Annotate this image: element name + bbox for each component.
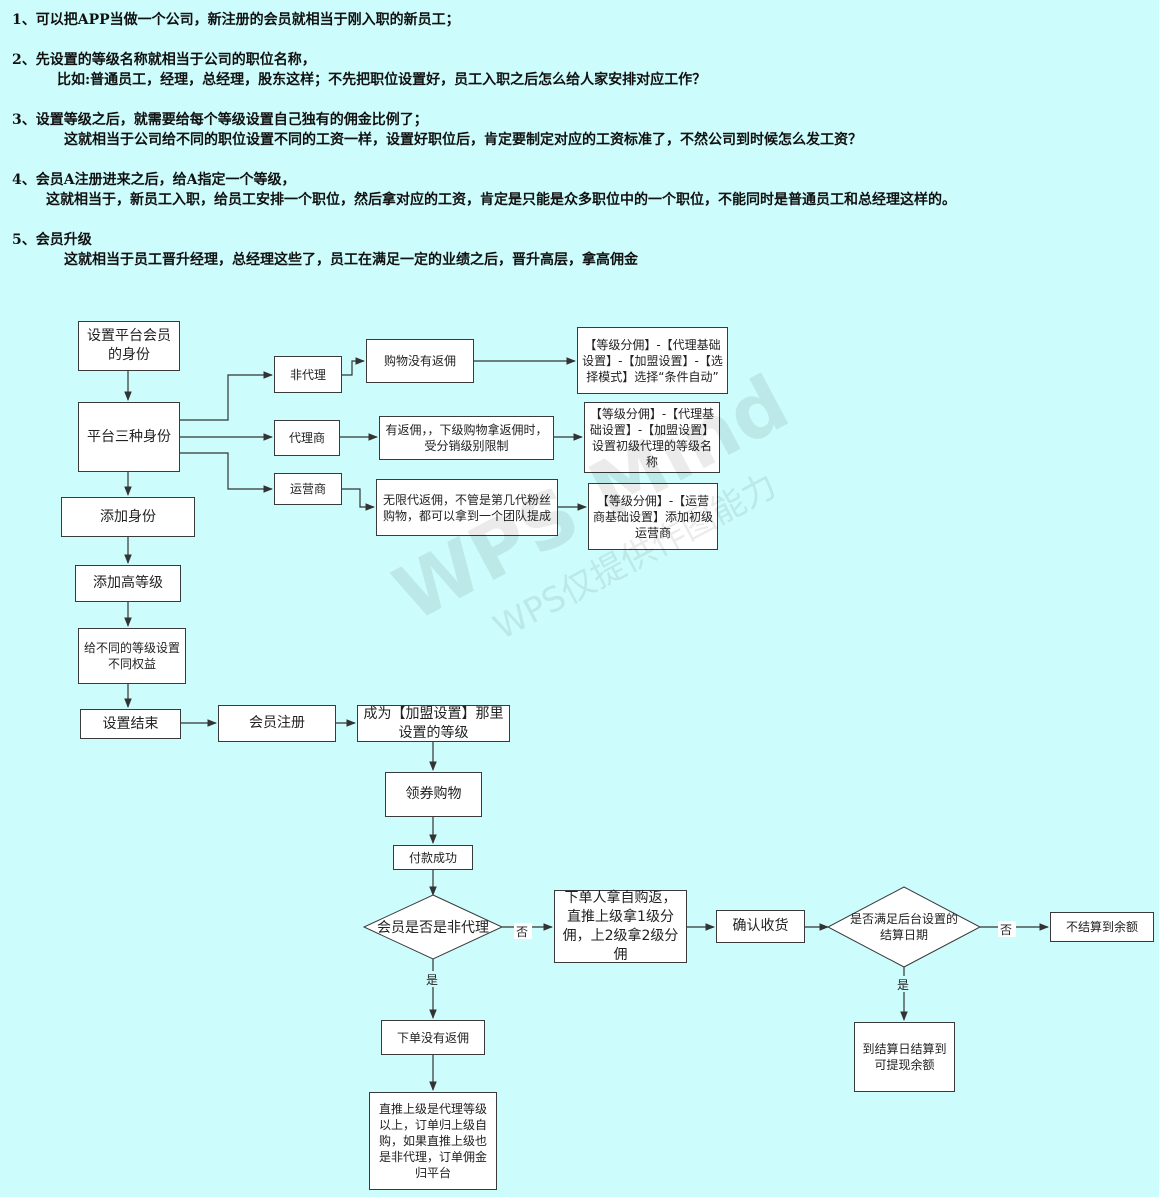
edge-three-to-operator — [180, 452, 273, 493]
node-operator-setting: 【等级分佣】-【运营商基础设置】添加初级运营商 — [588, 483, 718, 550]
edge-label-yes-2: 是 — [897, 978, 909, 992]
node-setup-done: 设置结束 — [80, 709, 181, 739]
decision-settle-date-label: 是否满足后台设置的结算日期 — [849, 912, 958, 942]
intro-item-4: 4、会员A注册进来之后，给A指定一个等级， 这就相当于，新员工入职，给员工安排一… — [12, 172, 956, 208]
edge-operator-to-rebate — [342, 488, 375, 511]
intro-item-1: 1、可以把APP当做一个公司，新注册的会员就相当于刚入职的新员工； — [12, 12, 460, 28]
node-add-high-level: 添加高等级 — [75, 565, 181, 602]
intro-item-2: 2、先设置的等级名称就相当于公司的职位名称， 比如:普通员工，经理，总经理，股东… — [12, 52, 707, 88]
node-confirm-receipt: 确认收货 — [716, 910, 805, 943]
node-pay-success: 付款成功 — [393, 845, 473, 870]
edge-label-yes-1: 是 — [426, 973, 438, 987]
decision-is-non-agent — [362, 894, 504, 960]
intro-item-5: 5、会员升级 这就相当于员工晋升经理，总经理这些了，员工在满足一定的业绩之后，晋… — [12, 232, 638, 268]
node-agent-rebate: 有返佣，，下级购物拿返佣时，受分销级别限制 — [379, 416, 554, 460]
node-no-settle: 不结算到余额 — [1050, 912, 1154, 942]
edge-label-no-1: 否 — [516, 925, 528, 939]
edge-three-to-nonagent — [180, 371, 273, 421]
node-order-no-rebate: 下单没有返佣 — [381, 1020, 485, 1055]
decision-settle-date — [826, 886, 982, 968]
node-non-agent-setting: 【等级分佣】-【代理基础设置】-【加盟设置】-【选择模式】选择“条件自动” — [577, 327, 728, 394]
node-parent-rule: 直推上级是代理等级以上，订单归上级自购，如果直推上级也是非代理，订单佣金归平台 — [369, 1092, 497, 1190]
node-operator-rebate: 无限代返佣，不管是第几代粉丝购物，都可以拿到一个团队提成 — [376, 479, 558, 536]
edge-label-no-2: 否 — [1000, 923, 1012, 937]
node-set-identity: 设置平台会员的身份 — [78, 321, 180, 371]
intro-text: 1、可以把APP当做一个公司，新注册的会员就相当于刚入职的新员工； 2、先设置的… — [12, 10, 1142, 290]
node-settle-withdraw: 到结算日结算到可提现余额 — [854, 1022, 955, 1092]
node-coupon-shop: 领券购物 — [385, 772, 482, 817]
node-member-register: 会员注册 — [218, 705, 336, 742]
intro-item-3: 3、设置等级之后，就需要给每个等级设置自己独有的佣金比例了； 这就相当于公司给不… — [12, 112, 862, 148]
node-add-identity: 添加身份 — [61, 497, 195, 537]
node-non-agent: 非代理 — [274, 356, 342, 393]
decision-is-non-agent-label: 会员是否是非代理 — [377, 920, 489, 936]
node-no-rebate-shop: 购物没有返佣 — [366, 339, 474, 383]
node-set-rights: 给不同的等级设置不同权益 — [78, 628, 186, 684]
node-agent-setting: 【等级分佣】-【代理基础设置】-【加盟设置】设置初级代理的等级名称 — [584, 402, 720, 473]
node-self-buy-rebate: 下单人拿自购返，直推上级拿1级分佣，上2级拿2级分佣 — [554, 890, 687, 963]
edge-nonagent-to-norebate — [342, 357, 365, 376]
node-three-identity: 平台三种身份 — [78, 402, 180, 472]
node-become-level: 成为【加盟设置】那里设置的等级 — [357, 705, 510, 742]
node-agent: 代理商 — [274, 420, 340, 456]
node-operator: 运营商 — [274, 473, 342, 505]
